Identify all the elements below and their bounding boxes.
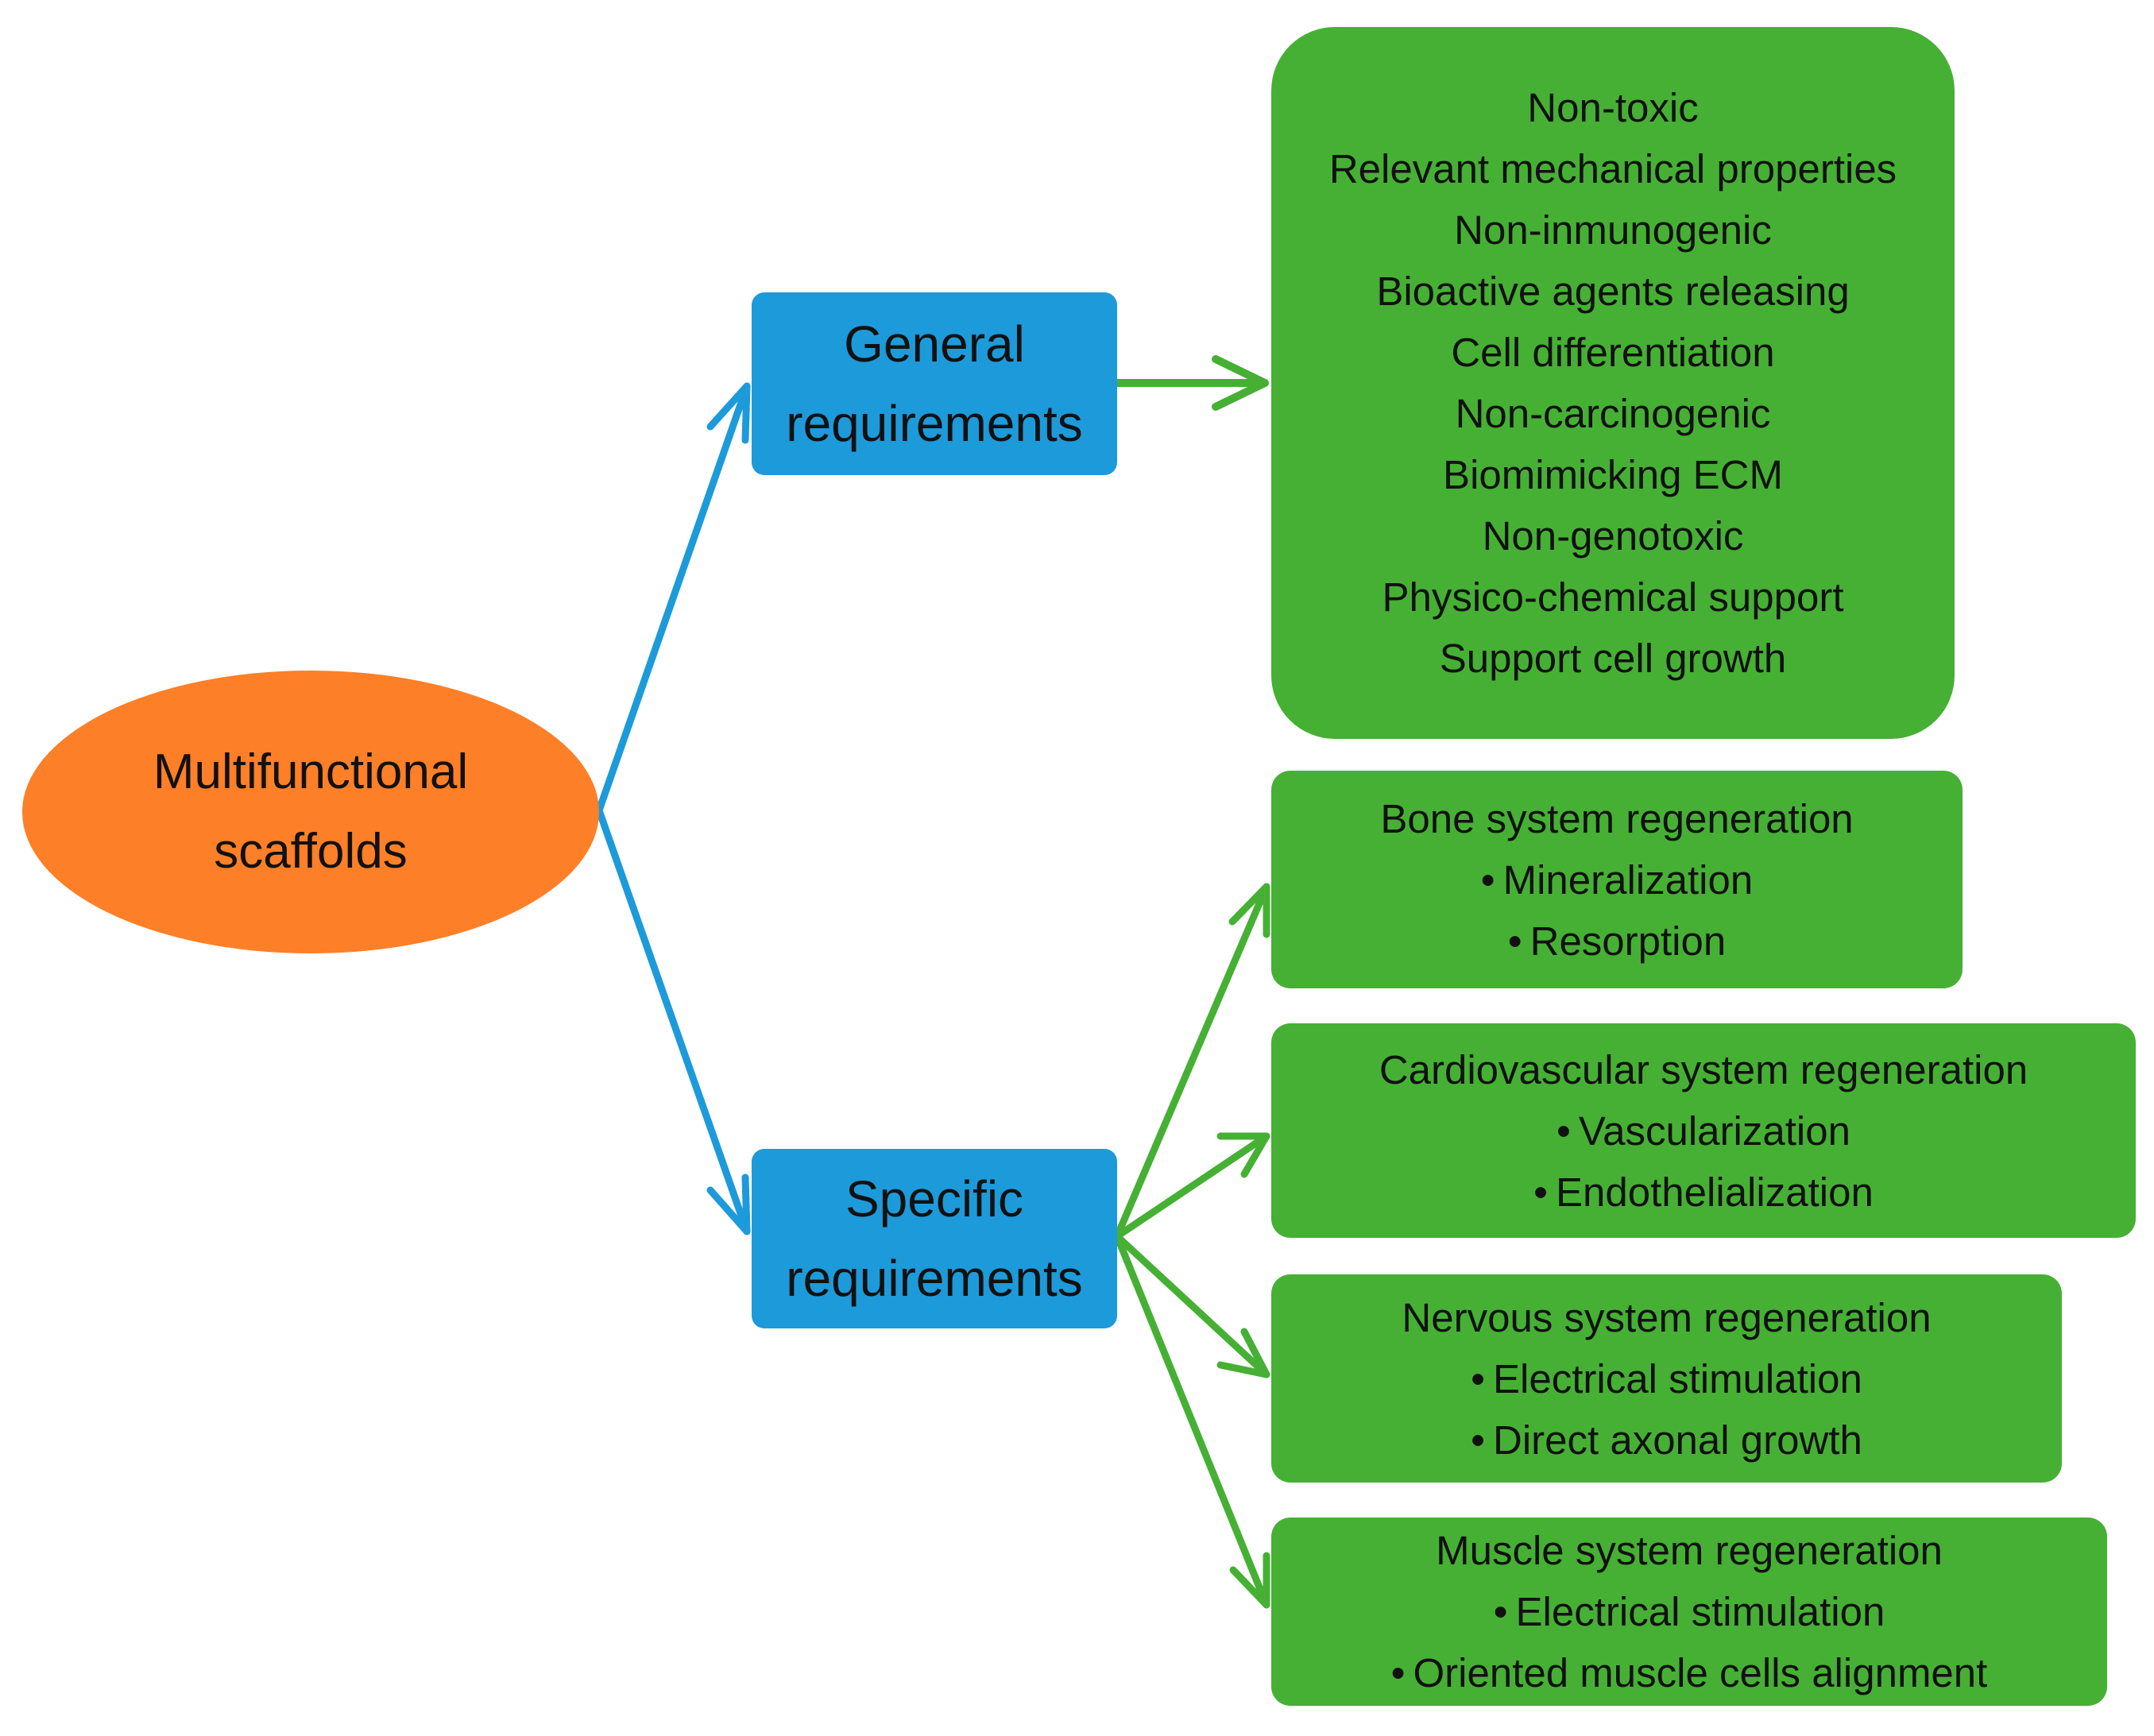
muscle-system-title: Muscle system regeneration [1436,1528,1943,1573]
general-requirements-box: General requirements [752,292,1117,475]
specific-requirements-box: Specific requirements [752,1149,1117,1328]
nervous-system-box: Nervous system regeneration •Electrical … [1271,1274,2062,1483]
cardiovascular-system-item-text: Vascularization [1578,1108,1850,1154]
bone-system-item: •Resorption [1508,911,1727,972]
arrow-specific-to-bone [1113,883,1270,1240]
bullet: • [1507,918,1522,964]
arrowhead-root-to-specific [706,1173,751,1235]
muscle-system-item: •Electrical stimulation [1494,1581,1885,1642]
muscle-system-item-text: Electrical stimulation [1515,1589,1885,1634]
general-label-line2: requirements [786,395,1083,452]
arrowhead-root-to-general [706,382,751,444]
specific-label-line2: requirements [786,1250,1083,1307]
arrow-root-to-specific [595,806,751,1235]
general-item: Bioactive agents releasing [1376,269,1850,314]
cardiovascular-system-box: Cardiovascular system regeneration •Vasc… [1271,1023,2136,1238]
bullet: • [1480,856,1495,903]
cardiovascular-system-title: Cardiovascular system regeneration [1379,1046,2028,1092]
general-item: Non-genotoxic [1482,513,1744,559]
root-node-multifunctional-scaffolds: Multifunctional scaffolds [22,671,599,953]
bullet: • [1471,1417,1485,1463]
cardiovascular-system-item: •Endothelialization [1533,1162,1874,1223]
arrowhead-specific-to-cardio [1216,1132,1270,1178]
general-item: Physico-chemical support [1382,574,1844,620]
bullet: • [1533,1169,1549,1215]
arrow-specific-to-cardio [1113,1132,1270,1240]
general-item: Non-inmunogenic [1454,207,1772,253]
muscle-system-box: Muscle system regeneration •Electrical s… [1271,1518,2107,1706]
root-label-line1: Multifunctional [153,744,469,799]
arrow-specific-to-nervous [1113,1232,1270,1378]
general-item: Non-carcinogenic [1455,391,1771,436]
general-item: Support cell growth [1439,636,1787,681]
general-item: Non-toxic [1527,85,1699,130]
bullet: • [1557,1108,1571,1154]
nervous-system-title: Nervous system regeneration [1402,1294,1932,1340]
bullet: • [1390,1650,1406,1695]
bone-system-item-text: Mineralization [1502,856,1754,903]
nervous-system-item: •Direct axonal growth [1471,1409,1862,1471]
general-item: Cell differentiation [1451,330,1775,375]
root-label-line2: scaffolds [214,824,408,879]
nervous-system-item-text: Electrical stimulation [1493,1355,1862,1402]
general-item: Relevant mechanical properties [1328,146,1897,191]
nervous-system-item: •Electrical stimulation [1471,1348,1862,1409]
bullet: • [1493,1589,1508,1634]
arrowhead-specific-to-nervous [1216,1328,1270,1378]
general-label-line1: General [844,315,1025,373]
arrowhead-general-to-list [1212,355,1269,411]
cardiovascular-system-item-text: Endothelialization [1556,1169,1874,1215]
bone-system-title: Bone system regeneration [1380,795,1854,841]
nervous-system-item-text: Direct axonal growth [1492,1417,1862,1463]
arrowhead-specific-to-bone [1228,883,1270,938]
specific-label-line1: Specific [845,1170,1024,1228]
bullet: • [1471,1355,1486,1402]
arrow-root-to-general [595,382,751,814]
bone-system-item: •Mineralization [1481,849,1754,911]
cardiovascular-system-item: •Vascularization [1557,1100,1850,1162]
bone-system-box: Bone system regeneration •Mineralization… [1271,771,1963,988]
bone-system-item-text: Resorption [1529,918,1727,964]
muscle-system-item-text: Oriented muscle cells alignment [1413,1650,1988,1695]
general-requirements-list: Non-toxic Relevant mechanical properties… [1271,27,1955,739]
arrowhead-specific-to-muscle [1229,1552,1270,1609]
arrow-specific-to-muscle [1113,1232,1270,1609]
muscle-system-item: •Oriented muscle cells alignment [1391,1642,1988,1703]
general-item: Biomimicking ECM [1443,452,1783,497]
